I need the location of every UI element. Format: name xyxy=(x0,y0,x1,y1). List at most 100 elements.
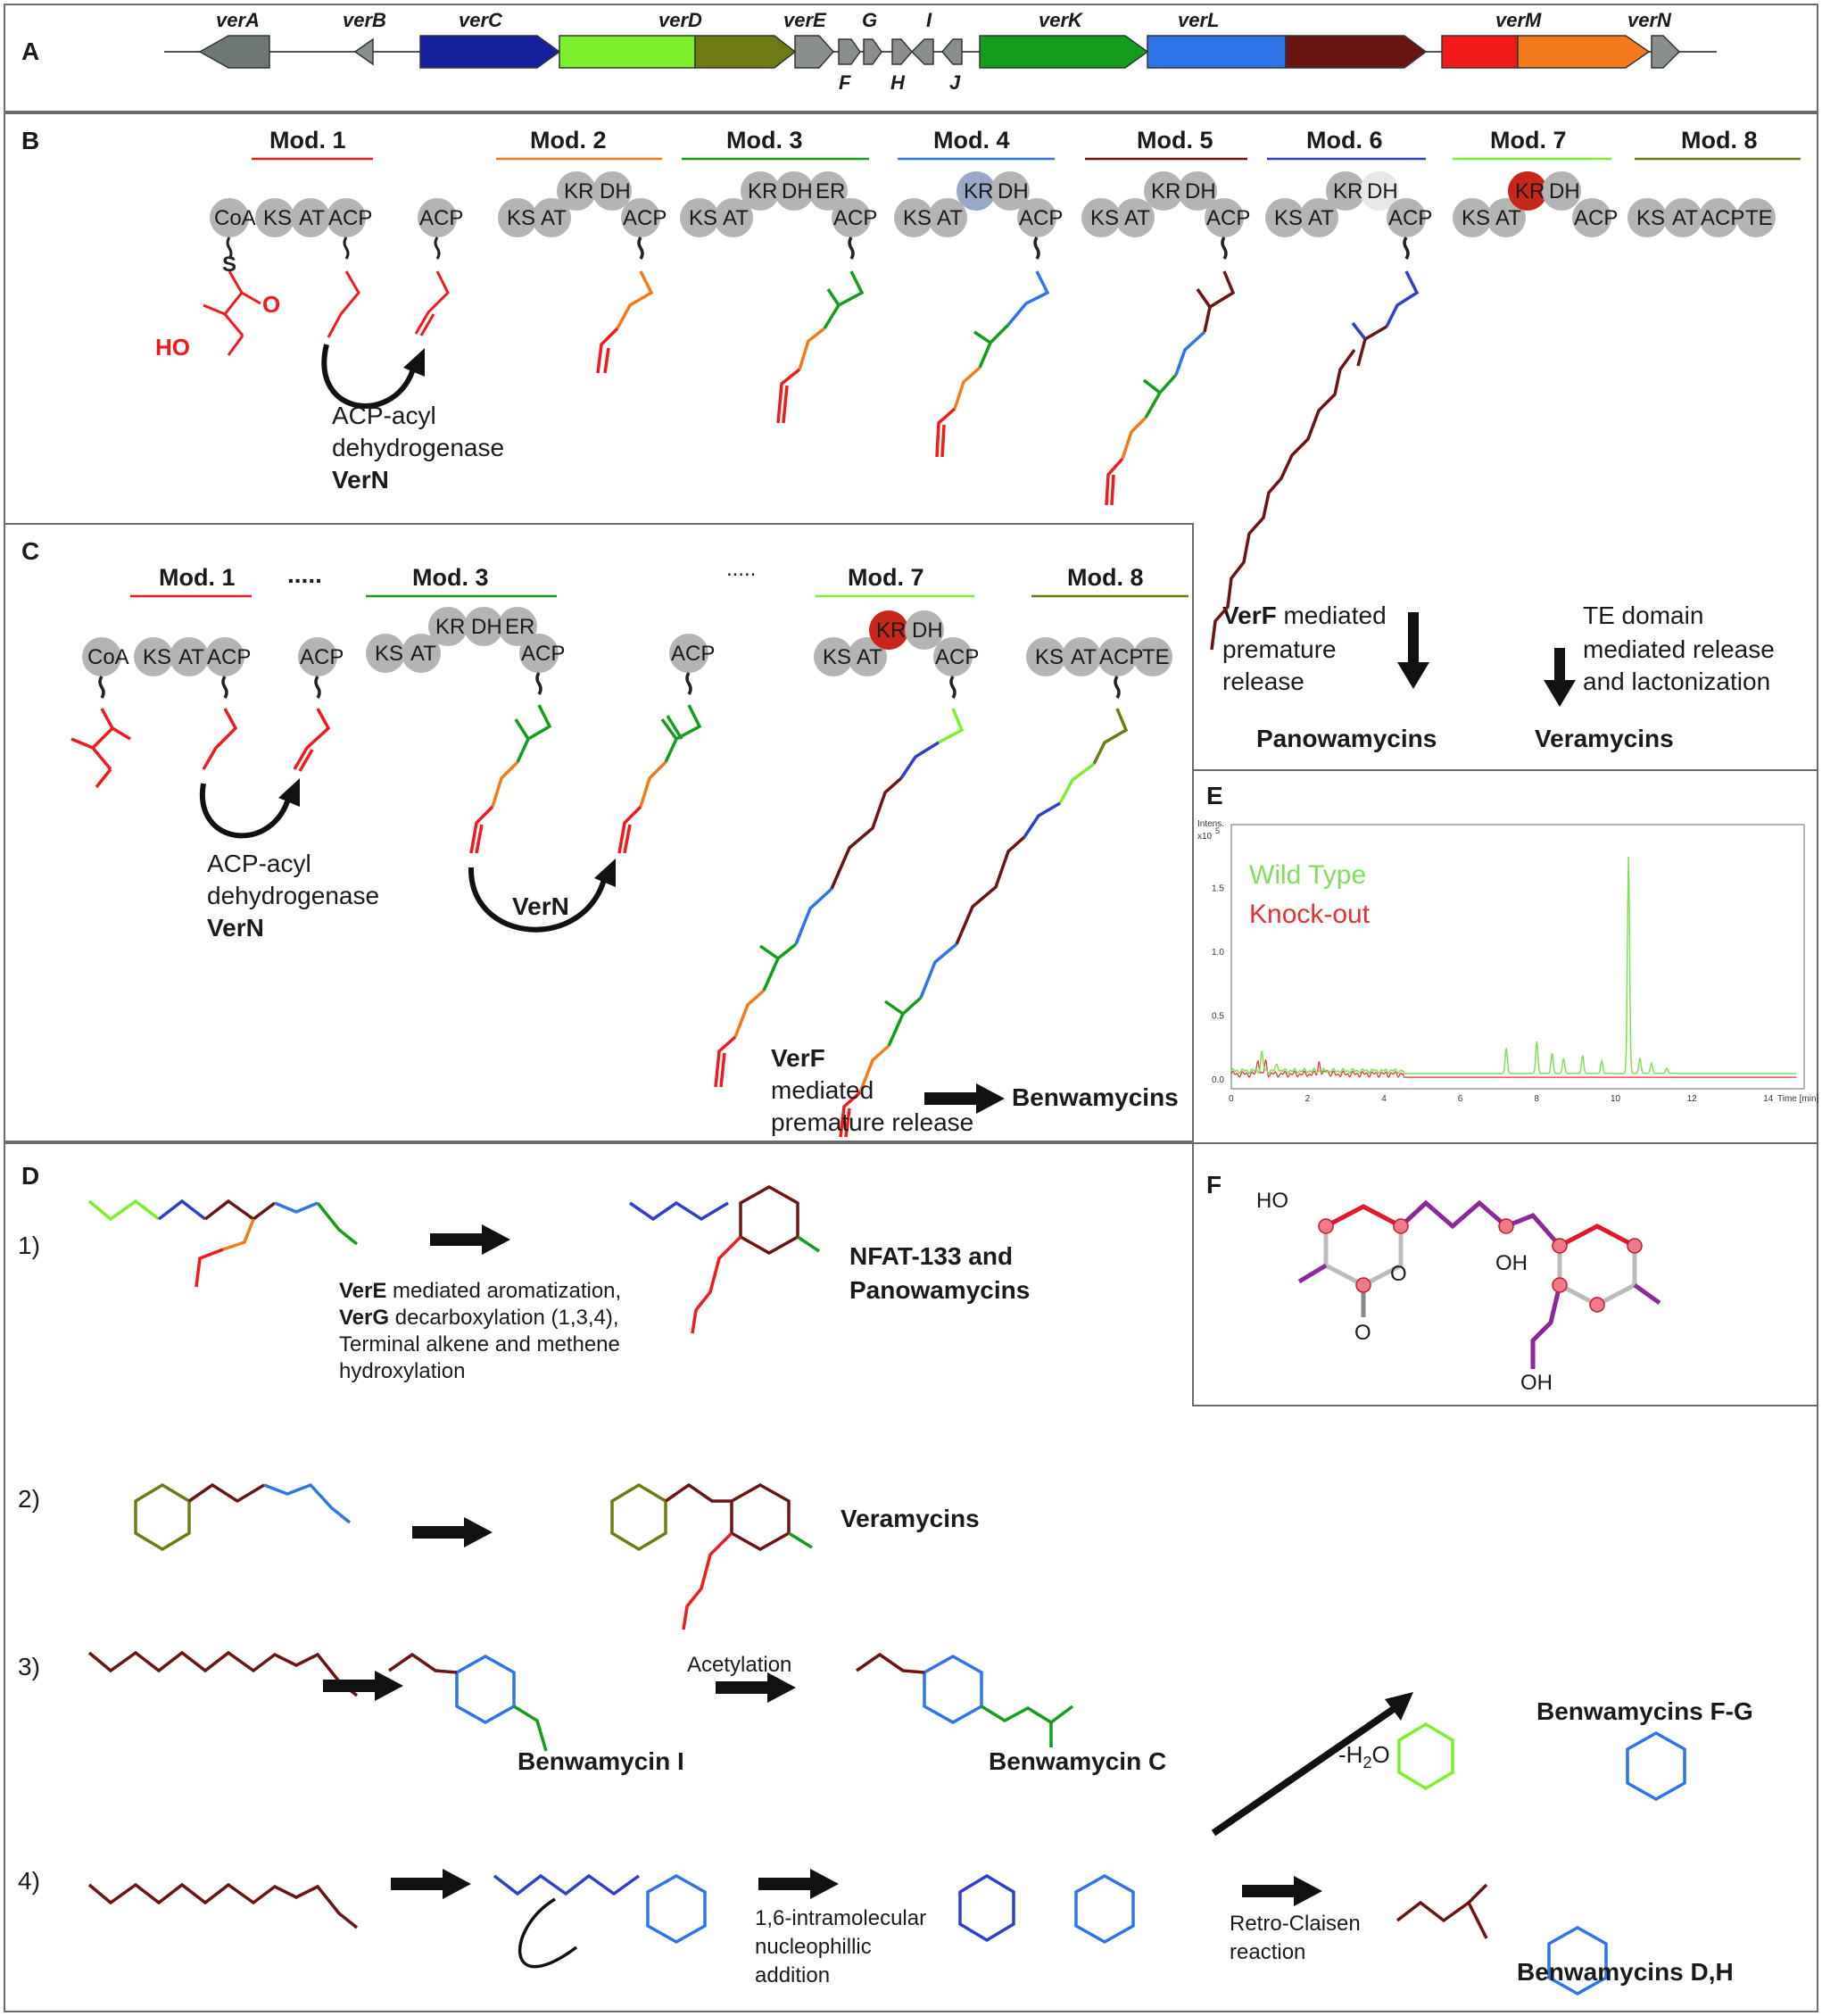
f-o-label: O xyxy=(1390,1262,1407,1286)
d-row1-rest-2: decarboxylation (1,3,4), xyxy=(389,1306,619,1330)
b-mod4-at: AT xyxy=(937,206,963,230)
x-tick-label: 0 xyxy=(1229,1094,1234,1104)
c-mod7-dh: DH xyxy=(912,618,943,643)
gene-verN xyxy=(1651,35,1681,69)
c-coa-label: CoA xyxy=(87,645,129,669)
c-enzyme-name: VerN xyxy=(207,914,264,942)
panel-b-right-extension: VerF mediated premature release TE domai… xyxy=(1192,523,1818,771)
b-o-mod1: O xyxy=(262,291,281,318)
d-retro-2: reaction xyxy=(1230,1940,1306,1964)
b-mod5-title: Mod. 5 xyxy=(1137,127,1213,153)
b-mod2-dh: DH xyxy=(600,179,631,203)
b-mod6-acp: ACP xyxy=(1388,206,1433,230)
c-mod7-acp: ACP xyxy=(935,645,980,669)
c-enzyme-note-1: ACP-acyl xyxy=(207,850,311,877)
y-tick-label: 1.5 xyxy=(1212,884,1224,894)
gene-label-H: H xyxy=(890,71,905,94)
f-oh2-label: OH xyxy=(1520,1371,1553,1395)
c-mod8-title: Mod. 8 xyxy=(1067,564,1144,591)
panel-a-label: A xyxy=(21,37,40,65)
c-mod8-ks: KS xyxy=(1035,645,1064,669)
c-mod3-ks: KS xyxy=(375,642,404,666)
b-mod6-kr: KR xyxy=(1333,179,1363,203)
x-tick-label: 14 xyxy=(1763,1094,1774,1104)
chromatogram-x-title: Time [min] xyxy=(1777,1094,1818,1104)
panel-f: F HO OH OH O O xyxy=(1192,1142,1818,1406)
d-row2-product: Veramycins xyxy=(841,1505,980,1532)
legend-knock-out: Knock-out xyxy=(1249,900,1371,929)
c-acp-label: ACP xyxy=(207,645,252,669)
b-te-line2: mediated release xyxy=(1583,635,1775,663)
b-acp-label: ACP xyxy=(328,206,373,230)
gene-label-G: G xyxy=(862,9,878,31)
c-verf-line3: premature release xyxy=(771,1108,974,1136)
d-row1-text-1: VerE mediated aromatization, xyxy=(339,1278,621,1305)
c-vern-label: VerN xyxy=(512,892,569,920)
c-mod3-acp: ACP xyxy=(521,642,566,666)
panel-d-label: D xyxy=(21,1162,40,1190)
gene-verL-part1 xyxy=(1147,35,1287,69)
b-mod2-ks: KS xyxy=(507,206,536,230)
c-dots-1: ..... xyxy=(287,560,322,588)
b-mod5-dh: DH xyxy=(1185,179,1216,203)
b-mod4-acp: ACP xyxy=(1019,206,1064,230)
chromatogram-y-title: Intens. xyxy=(1197,819,1224,829)
b-mod8-at: AT xyxy=(1672,206,1698,230)
d-row4-text-2: nucleophillic xyxy=(755,1935,872,1959)
gene-verB xyxy=(353,37,374,66)
b-mod8-ks: KS xyxy=(1636,206,1666,230)
gene-J xyxy=(941,38,963,65)
chromatogram-y-exp: 5 xyxy=(1215,826,1220,835)
d-row1-product-2: Panowamycins xyxy=(849,1276,1031,1304)
d-row-4: 4) xyxy=(18,1867,40,1895)
panel-b: B Mod. 1 Mod. 2 Mod. 3 Mod. 4 Mod. 5 Mod… xyxy=(4,112,1818,523)
b-mod3-at: AT xyxy=(723,206,749,230)
b-mod7-dh: DH xyxy=(1549,179,1580,203)
b-verf-rest: mediated xyxy=(1276,601,1387,629)
c-acp2-label: ACP xyxy=(300,645,344,669)
d-row3-product-2: Benwamycin C xyxy=(989,1747,1167,1775)
b-mod5-at: AT xyxy=(1124,206,1150,230)
d-minus-water-h: -H xyxy=(1338,1741,1363,1768)
legend-wild-type: Wild Type xyxy=(1249,860,1367,890)
c-mod3-er: ER xyxy=(505,615,535,639)
b-mod8-te: TE xyxy=(1745,206,1773,230)
gene-label-verB: verB xyxy=(343,9,386,31)
b-te-line3: and lactonization xyxy=(1583,668,1771,695)
b-mod2-title: Mod. 2 xyxy=(530,127,607,153)
b-coa-label: CoA xyxy=(214,206,256,230)
c-mod3-dh: DH xyxy=(471,615,502,639)
x-tick-label: 10 xyxy=(1611,1094,1621,1104)
d-row4-text-1: 1,6-intramolecular xyxy=(755,1906,927,1930)
x-tick-label: 12 xyxy=(1687,1094,1698,1104)
f-ho-label: HO xyxy=(1256,1189,1288,1213)
d-minus-water: -H2O xyxy=(1338,1738,1390,1779)
b-mod7-kr: KR xyxy=(1515,179,1545,203)
b-mod4-dh: DH xyxy=(998,179,1029,203)
c-mod3-title: Mod. 3 xyxy=(412,564,489,591)
b-mod7-at: AT xyxy=(1495,206,1521,230)
b-mod5-acp: ACP xyxy=(1206,206,1251,230)
b-verf-bold: VerF xyxy=(1222,601,1277,629)
d-row4-text-3: addition xyxy=(755,1963,831,1987)
b-mod6-title: Mod. 6 xyxy=(1306,127,1383,153)
gene-verC xyxy=(419,35,561,69)
b-product-panowamycins: Panowamycins xyxy=(1256,725,1437,752)
b-te-line1: TE domain xyxy=(1583,601,1704,629)
gene-label-verC: verC xyxy=(459,9,502,31)
d-product-dh: Benwamycins D,H xyxy=(1517,1958,1734,1986)
b-enzyme-note-1: ACP-acyl xyxy=(332,402,436,429)
b-verf-line3: release xyxy=(1222,668,1304,695)
c-mod8-acp: ACP xyxy=(1099,645,1144,669)
gene-label-verA: verA xyxy=(216,9,260,31)
gene-G xyxy=(863,38,882,65)
panel-a: A verA verB verC verD verE G F I xyxy=(4,4,1818,112)
gene-label-I: I xyxy=(926,9,932,31)
b-mod3-title: Mod. 3 xyxy=(726,127,803,153)
gene-verM-part2 xyxy=(1517,35,1651,69)
x-tick-label: 4 xyxy=(1381,1094,1387,1104)
d-row1-bold-2: VerG xyxy=(339,1306,390,1330)
c-verf-line2: mediated xyxy=(771,1076,874,1104)
